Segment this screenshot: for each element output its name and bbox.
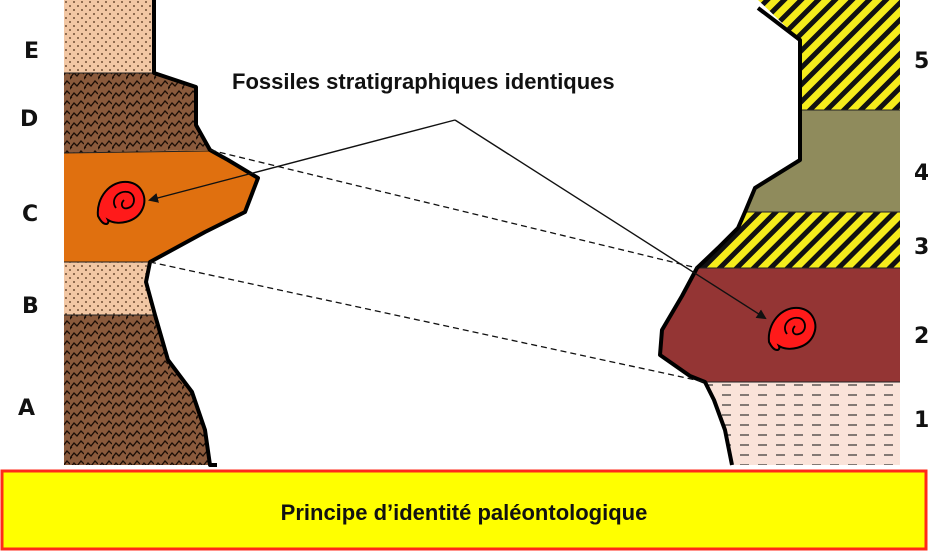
layer-label-B: B [22,294,39,319]
layer-label-A: A [18,396,35,421]
layer-label-2: 2 [914,324,928,349]
layer-E [64,0,154,73]
layer-5 [758,0,900,110]
arrow-to-right-fossil [455,120,765,318]
principle-title: Principe d’identité paléontologique [281,500,648,525]
layer-label-3: 3 [914,235,928,260]
layer-label-1: 1 [914,408,928,433]
layer-4 [745,110,900,212]
layer-label-4: 4 [914,161,928,186]
layer-label-C: C [22,202,38,227]
layer-1 [705,382,900,465]
correlation-line-bottom [150,262,705,382]
right-stratigraphic-column [660,0,900,465]
annotation-label: Fossiles stratigraphiques identiques [232,69,615,94]
layer-C [64,150,258,262]
layer-B [64,262,155,315]
layer-label-D: D [20,107,38,132]
layer-label-E: E [24,39,39,64]
layer-label-5: 5 [914,49,928,74]
left-stratigraphic-column [64,0,258,465]
correlation-line-top [210,150,697,268]
